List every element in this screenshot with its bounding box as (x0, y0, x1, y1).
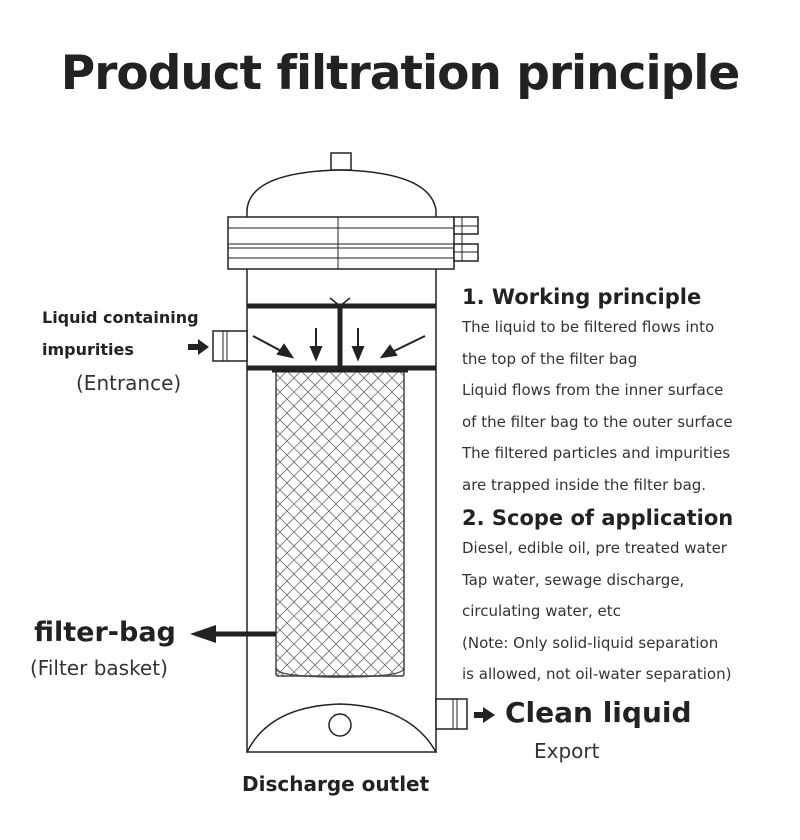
section-text-line: Liquid flows from the inner surface (462, 381, 724, 399)
section-text-line: are trapped inside the filter bag. (462, 475, 707, 494)
page-title: Product filtration principle (60, 46, 740, 101)
section-text-line: Tap water, sewage discharge, (462, 570, 685, 589)
inlet-nozzle (212, 330, 248, 362)
section-text-line: The liquid to be filtered flows into (462, 318, 715, 336)
section-text-line: is allowed, not oil-water separation) (462, 665, 732, 683)
drain-port (328, 713, 352, 737)
filter-bag-label: filter-bag (34, 617, 176, 648)
top-notch (329, 297, 351, 307)
section-text-line: circulating water, etc (462, 602, 621, 620)
section-heading: 1. Working principle (462, 285, 702, 309)
outlet-nozzle (435, 698, 468, 730)
top-vent-nozzle (330, 152, 352, 171)
filter-bag-bottom (275, 667, 405, 678)
clamp-bolt (453, 216, 479, 262)
filter-bag-sublabel: (Filter basket) (30, 656, 168, 680)
discharge-outlet-label: Discharge outlet (242, 772, 430, 796)
lid-flange (227, 216, 455, 270)
flow-arrow (252, 328, 426, 362)
section-heading: 2. Scope of application (462, 506, 734, 530)
filter-bag-mesh (275, 370, 405, 677)
inlet-label-line2: impurities (42, 340, 134, 359)
section-text-line: The filtered particles and impurities (462, 444, 731, 462)
clean-liquid-label: Clean liquid (505, 696, 692, 729)
section-text-line: of the filter bag to the outer surface (462, 412, 733, 431)
section-text-line: (Note: Only solid-liquid separation (462, 633, 719, 652)
info-panel: 1. Working principle The liquid to be fi… (462, 282, 792, 691)
left-arrow-icon (190, 625, 276, 643)
inlet-label-line1: Liquid containing (42, 308, 199, 327)
inlet-sublabel: (Entrance) (76, 371, 182, 395)
section-text-line: the top of the filter bag (462, 349, 638, 368)
right-arrow-icon (474, 707, 495, 723)
clean-liquid-sublabel: Export (534, 739, 600, 763)
dome-lid (246, 169, 437, 217)
section-text-line: Diesel, edible oil, pre treated water (462, 539, 727, 557)
right-arrow-icon (188, 339, 209, 355)
